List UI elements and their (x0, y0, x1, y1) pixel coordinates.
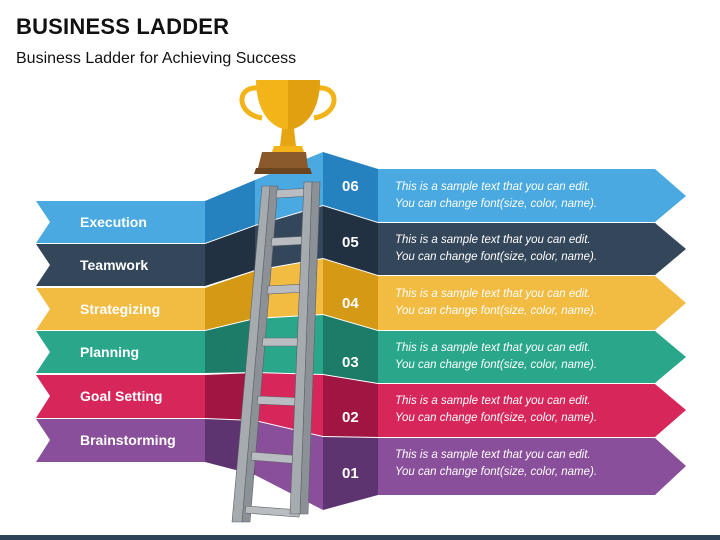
left-ribbon-goal-setting (36, 375, 205, 418)
step-label-strategizing: Strategizing (80, 301, 160, 317)
number-block-06 (323, 152, 378, 222)
step-desc-05-line2: You can change font(size, color, name). (395, 251, 597, 263)
step-number-03: 03 (342, 354, 359, 371)
step-desc-02-line2: You can change font(size, color, name). (395, 412, 597, 424)
left-ribbon-strategizing (36, 288, 205, 330)
left-labels: Execution Teamwork Strategizing Planning… (80, 214, 176, 448)
trophy-icon (239, 80, 337, 174)
step-desc-01-line1: This is a sample text that you can edit. (395, 449, 591, 461)
number-block-01 (323, 437, 378, 510)
step-descriptions: This is a sample text that you can edit.… (395, 181, 597, 478)
description-arrow-04 (378, 276, 686, 330)
step-label-goal-setting: Goal Setting (80, 388, 162, 404)
step-desc-06-line2: You can change font(size, color, name). (395, 198, 597, 210)
left-ribbon-execution (36, 201, 205, 243)
left-ribbon-teamwork (36, 244, 205, 286)
number-block-03 (323, 315, 378, 383)
step-label-execution: Execution (80, 214, 147, 230)
step-number-01: 01 (342, 465, 359, 482)
step-desc-04-line2: You can change font(size, color, name). (395, 305, 597, 317)
number-blocks (323, 152, 378, 510)
step-label-planning: Planning (80, 344, 139, 360)
step-number-02: 02 (342, 409, 359, 426)
step-desc-03-line1: This is a sample text that you can edit. (395, 342, 591, 354)
left-ribbon-planning (36, 331, 205, 373)
step-label-brainstorming: Brainstorming (80, 432, 176, 448)
step-number-04: 04 (342, 295, 359, 312)
step-desc-03-line2: You can change font(size, color, name). (395, 359, 597, 371)
step-number-06: 06 (342, 178, 359, 195)
step-numbers: 06 05 04 03 02 01 (342, 178, 359, 482)
description-arrow-05 (378, 223, 686, 275)
left-ribbons (36, 201, 205, 462)
number-block-04 (323, 259, 378, 330)
back-panel-planning (205, 319, 255, 373)
footer-bar (0, 535, 720, 540)
step-label-teamwork: Teamwork (80, 257, 148, 273)
description-arrow-02 (378, 384, 686, 437)
description-arrow-01 (378, 438, 686, 495)
step-number-05: 05 (342, 234, 359, 251)
description-arrow-06 (378, 169, 686, 222)
number-block-02 (323, 375, 378, 437)
page-title: BUSINESS LADDER (16, 14, 230, 39)
back-panel-strategizing (205, 271, 255, 330)
step-desc-04-line1: This is a sample text that you can edit. (395, 288, 591, 300)
front-panel-01 (255, 421, 323, 510)
step-desc-05-line1: This is a sample text that you can edit. (395, 234, 591, 246)
page-subtitle: Business Ladder for Achieving Success (16, 50, 297, 67)
step-desc-06-line1: This is a sample text that you can edit. (395, 181, 591, 193)
description-arrow-03 (378, 331, 686, 383)
left-ribbon-brainstorming (36, 419, 205, 462)
ladder-icon (231, 181, 321, 523)
right-arrows (378, 169, 686, 495)
back-panel-teamwork (205, 226, 255, 286)
number-block-05 (323, 206, 378, 275)
step-desc-02-line1: This is a sample text that you can edit. (395, 395, 591, 407)
back-panel-execution (205, 180, 255, 243)
step-desc-01-line2: You can change font(size, color, name). (395, 466, 597, 478)
